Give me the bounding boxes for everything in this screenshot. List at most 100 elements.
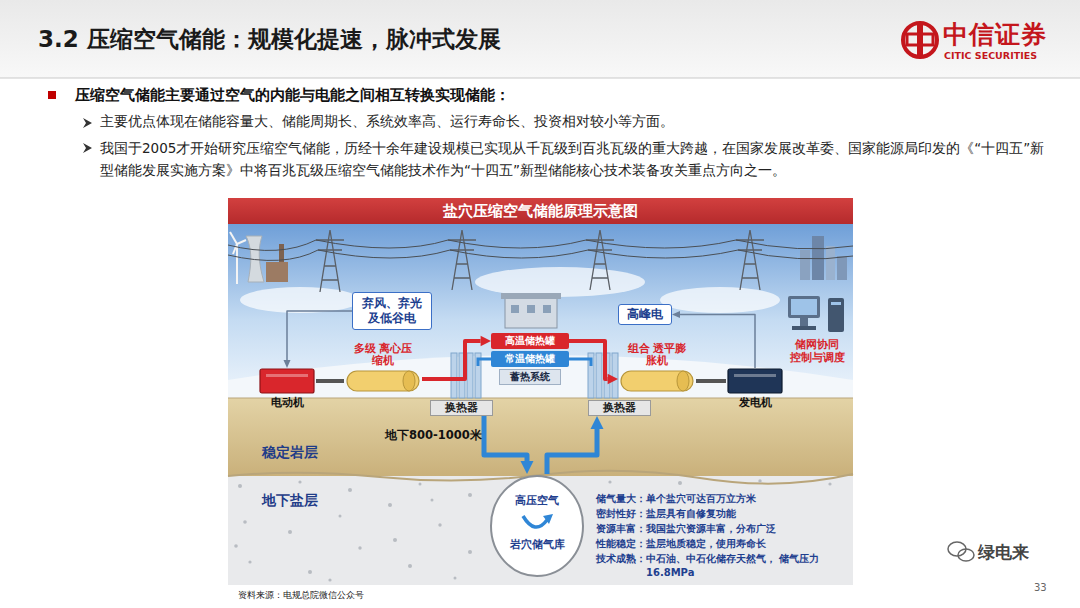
salt-layer xyxy=(419,483,422,486)
power-connector-head xyxy=(284,360,291,368)
substation xyxy=(501,293,561,328)
salt-layer xyxy=(243,520,247,524)
computer-symbol xyxy=(788,296,820,318)
feature-note: 性能稳定：盐层地质稳定，使用寿命长 xyxy=(596,537,848,551)
output-box: 高峰电 xyxy=(618,304,672,325)
power-line xyxy=(228,240,853,260)
cold-pipe xyxy=(569,359,591,366)
source-note-slot: 资料来源：电规总院微信公众号 xyxy=(238,589,364,602)
generator-symbol xyxy=(728,369,782,393)
salt-layer xyxy=(238,484,242,488)
salt-layer xyxy=(388,503,392,507)
depth-label: 地下800-1000米 xyxy=(385,428,482,443)
page-number: 33 xyxy=(1034,582,1047,593)
generator: 发电机 xyxy=(726,368,784,410)
power-connector xyxy=(287,311,352,360)
sub-bullet-text: 我国于2005才开始研究压缩空气储能，历经十余年建设规模已实现从千瓦级到百兆瓦级… xyxy=(100,137,1050,181)
cold-tank: 常温储热罐 xyxy=(491,351,569,367)
circulation-arrow xyxy=(543,514,553,524)
logo-emblem xyxy=(907,34,933,45)
arrow-marker xyxy=(83,118,92,128)
title-band-text: 盐穴压缩空气储能原理示意图 xyxy=(228,198,853,224)
salt-layer xyxy=(298,480,301,483)
computer-symbol xyxy=(831,302,841,305)
cavern-label: 高压空气 xyxy=(489,494,585,508)
salt-layer xyxy=(308,570,312,574)
power-connector-head xyxy=(672,311,680,318)
salt-layer xyxy=(828,482,831,485)
salt-layer xyxy=(234,544,238,548)
equipment-label: 电动机 xyxy=(258,396,316,410)
logo-text-slot: 中信证券 xyxy=(943,18,1047,51)
feature-note: 储气量大：单个盐穴可达百万立方米 xyxy=(596,492,848,506)
source-box-text: 弃风、弃光 及低谷电 xyxy=(360,296,424,326)
header-band xyxy=(0,0,1080,78)
control-label: 储网协同 控制与调度 xyxy=(788,338,846,364)
power-plant xyxy=(230,232,288,284)
sky xyxy=(240,287,360,313)
city xyxy=(812,236,824,280)
pylon xyxy=(736,230,764,290)
air-pipe-head xyxy=(521,461,534,474)
power-plant xyxy=(237,240,246,244)
pylon xyxy=(586,230,614,290)
sky xyxy=(228,224,853,398)
sky xyxy=(660,287,780,313)
cylinder-symbol xyxy=(618,367,696,395)
bullet-text-slot: 压缩空气储能主要通过空气的内能与电能之间相互转换实现储能： xyxy=(75,86,510,105)
heat-storage-column xyxy=(612,353,618,398)
slide-title: 3.2 压缩空气储能：规模化提速，脉冲式发展 xyxy=(38,24,501,55)
logo-subtext-slot: CITIC SECURITIES xyxy=(944,50,1037,61)
cavern-outline xyxy=(491,476,583,576)
heat-exchanger: 换热器 xyxy=(588,400,651,416)
substation xyxy=(505,298,557,328)
expander: 组合 透平膨胀机 xyxy=(618,343,696,395)
shaft-connector xyxy=(696,381,726,382)
power-line xyxy=(228,240,853,250)
circulation-arrow xyxy=(523,516,547,527)
power-connector xyxy=(680,315,755,369)
cylinder-holder xyxy=(618,367,696,395)
substation xyxy=(543,305,551,313)
salt-layer xyxy=(339,515,342,518)
hot-pipe xyxy=(422,336,491,379)
feature-note: 技术成熟：中石油、中石化储存天然气， 储气压力16.8MPa xyxy=(596,552,848,580)
shaft-connector xyxy=(316,379,344,383)
power-plant xyxy=(236,244,238,284)
cylinder-symbol xyxy=(344,367,422,395)
city xyxy=(837,256,847,280)
cylinder-symbol xyxy=(403,371,415,391)
wechat-icon xyxy=(958,549,974,561)
cold-pipe xyxy=(478,359,491,366)
page-number-slot: 33 xyxy=(1034,582,1047,593)
motor-symbol xyxy=(258,368,316,394)
heat-exchanger: 换热器 xyxy=(430,400,493,416)
source-note: 资料来源：电规总院微信公众号 xyxy=(238,589,364,602)
salt-layer xyxy=(408,564,412,568)
feature-note-slot: 技术成熟：中石油、中石化储存天然气， 储气压力16.8MPa xyxy=(596,552,848,580)
salt-layer xyxy=(288,530,292,534)
layer-label: 稳定岩层 xyxy=(262,444,318,462)
hot-pipe xyxy=(569,341,608,379)
bullet-text: 压缩空气储能主要通过空气的内能与电能之间相互转换实现储能： xyxy=(75,86,510,105)
salt-layer xyxy=(438,523,441,526)
heat-storage-column xyxy=(467,353,473,398)
wechat-icon xyxy=(948,542,974,561)
salt-layer xyxy=(758,479,761,482)
generator-symbol xyxy=(734,374,776,377)
salt-layer xyxy=(228,476,853,585)
logo-emblem xyxy=(903,23,937,57)
cavern-content: 高压空气岩穴储气库 xyxy=(489,474,585,552)
shaft-connector xyxy=(696,379,726,383)
logo-text: 中信证券 xyxy=(943,18,1047,51)
salt-cavern: 高压空气岩穴储气库 xyxy=(489,474,585,578)
storage-box-text: 蓄热系统 xyxy=(510,370,550,384)
hot-tank-text: 高温储热罐 xyxy=(505,334,555,348)
sky xyxy=(475,267,645,297)
heat-storage-column xyxy=(451,353,618,398)
power-plant xyxy=(279,244,284,262)
power-connector xyxy=(284,311,353,368)
salt-layer xyxy=(328,578,331,581)
heat-storage-column xyxy=(451,353,457,398)
